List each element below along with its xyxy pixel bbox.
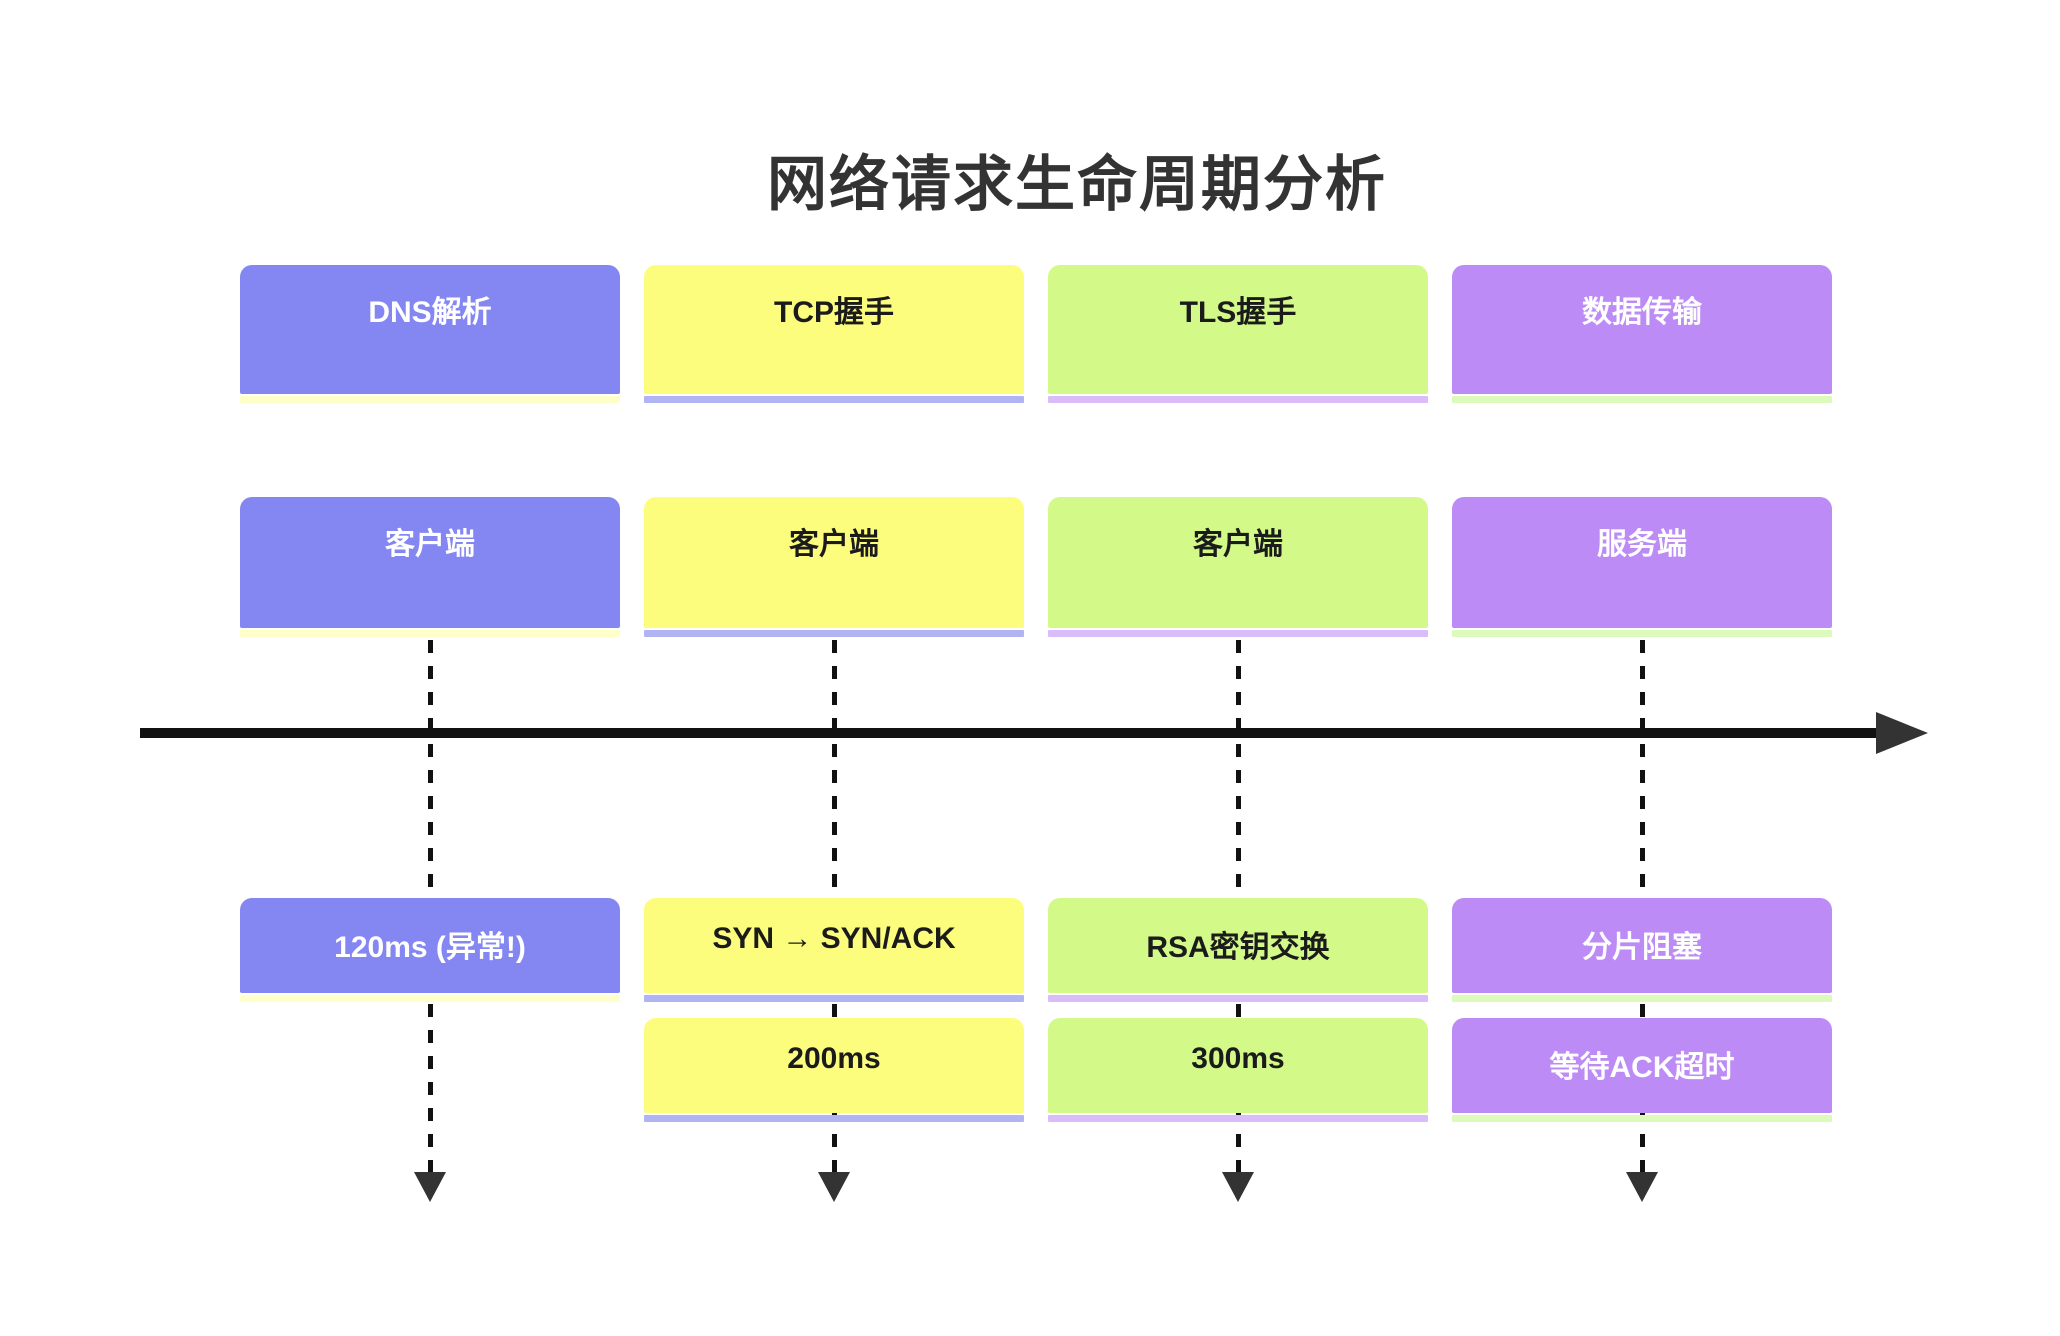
card-shadow (1048, 995, 1428, 1002)
arrow-down-icon (818, 1172, 850, 1202)
event-card: RSA密钥交换 (1048, 898, 1428, 1002)
stage-card: TLS握手 (1048, 265, 1428, 403)
stage-card: TCP握手 (644, 265, 1024, 403)
stage-label: 数据传输 (1582, 296, 1702, 329)
actor-label: 客户端 (385, 528, 475, 561)
event-card-body: 分片阻塞 (1452, 898, 1832, 993)
event-card-body: RSA密钥交换 (1048, 898, 1428, 993)
event-card-body: 200ms (644, 1018, 1024, 1113)
stage-label: DNS解析 (368, 296, 492, 329)
stage-label: TLS握手 (1179, 296, 1297, 329)
card-shadow (644, 396, 1024, 403)
actor-card-body: 客户端 (644, 497, 1024, 628)
event-label: 200ms (787, 1042, 881, 1075)
card-shadow (1452, 995, 1832, 1002)
event-card-body: 等待ACK超时 (1452, 1018, 1832, 1113)
event-card-body: 120ms (异常!) (240, 898, 620, 993)
card-shadow (1048, 1115, 1428, 1122)
stage-card-body: TLS握手 (1048, 265, 1428, 394)
actor-card-body: 客户端 (240, 497, 620, 628)
diagram-title: 网络请求生命周期分析 (767, 151, 1387, 218)
event-card: 120ms (异常!) (240, 898, 620, 1002)
event-card: 等待ACK超时 (1452, 1018, 1832, 1122)
actor-card-body: 客户端 (1048, 497, 1428, 628)
timeline-column-tcp: TCP握手 客户端 SYN → SYN/ACK 200ms (644, 0, 1024, 1336)
actor-card: 客户端 (644, 497, 1024, 637)
arrow-right-icon (1876, 712, 1928, 754)
arrow-down-icon (1626, 1172, 1658, 1202)
card-shadow (240, 396, 620, 403)
actor-card: 服务端 (1452, 497, 1832, 637)
card-shadow (644, 630, 1024, 637)
stage-card-body: DNS解析 (240, 265, 620, 394)
event-card-body: 300ms (1048, 1018, 1428, 1113)
event-card: 300ms (1048, 1018, 1428, 1122)
card-shadow (1452, 1115, 1832, 1122)
card-shadow (1452, 396, 1832, 403)
actor-label: 服务端 (1597, 528, 1687, 561)
actor-label: 客户端 (789, 528, 879, 561)
event-label: SYN → SYN/ACK (712, 922, 956, 955)
actor-card: 客户端 (1048, 497, 1428, 637)
event-card: 分片阻塞 (1452, 898, 1832, 1002)
event-label: 等待ACK超时 (1549, 1051, 1735, 1084)
card-shadow (1048, 396, 1428, 403)
arrow-down-icon (1222, 1172, 1254, 1202)
stage-label: TCP握手 (774, 296, 894, 329)
card-shadow (644, 995, 1024, 1002)
event-label: 120ms (异常!) (334, 931, 526, 964)
card-shadow (1048, 630, 1428, 637)
stage-card: DNS解析 (240, 265, 620, 403)
card-shadow (644, 1115, 1024, 1122)
timeline-column-dns: DNS解析 客户端 120ms (异常!) (240, 0, 620, 1336)
event-label: 300ms (1191, 1042, 1285, 1075)
arrow-down-icon (414, 1172, 446, 1202)
card-shadow (240, 630, 620, 637)
actor-label: 客户端 (1193, 528, 1283, 561)
event-card: SYN → SYN/ACK (644, 898, 1024, 1002)
event-card: 200ms (644, 1018, 1024, 1122)
stage-card-body: 数据传输 (1452, 265, 1832, 394)
event-label: 分片阻塞 (1582, 931, 1702, 964)
card-shadow (240, 995, 620, 1002)
timeline-axis (140, 728, 1884, 738)
stage-card-body: TCP握手 (644, 265, 1024, 394)
actor-card-body: 服务端 (1452, 497, 1832, 628)
stage-card: 数据传输 (1452, 265, 1832, 403)
event-card-body: SYN → SYN/ACK (644, 898, 1024, 993)
event-label: RSA密钥交换 (1146, 931, 1330, 964)
timeline-column-tls: TLS握手 客户端 RSA密钥交换 300ms (1048, 0, 1428, 1336)
card-shadow (1452, 630, 1832, 637)
timeline-column-transfer: 数据传输 服务端 分片阻塞 等待ACK超时 (1452, 0, 1832, 1336)
actor-card: 客户端 (240, 497, 620, 637)
